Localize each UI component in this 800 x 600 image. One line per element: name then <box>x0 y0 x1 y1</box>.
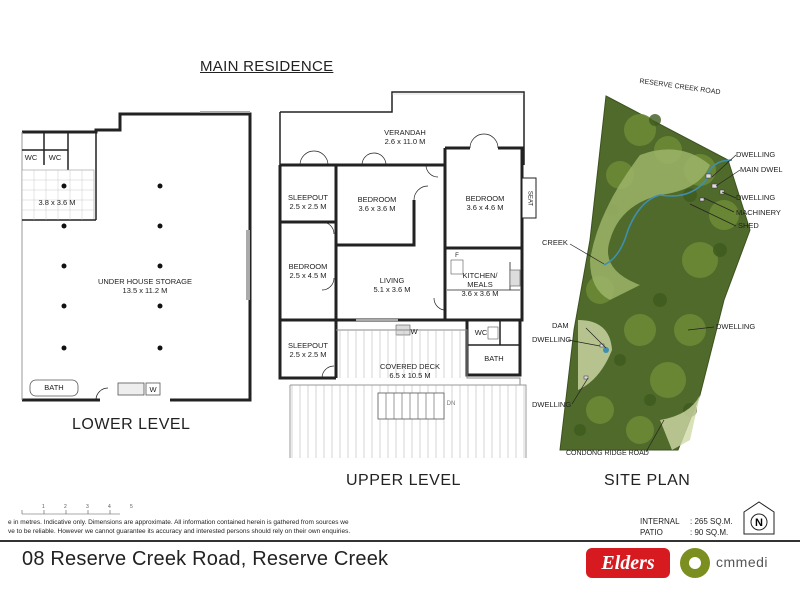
living-dims: 5.1 x 3.6 M <box>373 285 411 294</box>
bedroom2-dims: 3.6 x 4.6 M <box>466 203 504 212</box>
scale-bar <box>21 510 120 515</box>
fridge-label: F <box>455 253 459 259</box>
cm-logo-icon <box>680 548 710 578</box>
upper-wc-label: WC <box>474 328 488 337</box>
site-dwelling-right: DWELLING <box>716 322 756 331</box>
living-name: LIVING <box>379 276 405 285</box>
site-dwelling-mid: DWELLING <box>736 193 776 202</box>
scale-ticks: 1 2 3 4 5 <box>22 504 133 512</box>
stairs-dn-label: DN <box>446 401 456 407</box>
lower-wc1-label: WC <box>24 153 38 162</box>
elders-logo-text: Elders <box>601 551 655 574</box>
storage-name: UNDER HOUSE STORAGE <box>97 277 193 286</box>
lower-level-plan <box>21 111 252 402</box>
lower-wc2-label: WC <box>48 153 62 162</box>
kitchen-dims: 3.6 x 3.6 M <box>461 289 499 298</box>
site-creek: CREEK <box>542 238 568 247</box>
elders-logo: Elders <box>586 548 670 578</box>
scale-tick: 2 <box>64 504 67 510</box>
bedroom1-name: BEDROOM <box>357 195 397 204</box>
storage-dims: 13.5 x 11.2 M <box>122 286 168 295</box>
site-plan-heading: SITE PLAN <box>604 472 691 489</box>
lower-level-posts <box>61 183 163 351</box>
site-main-dwelling: MAIN DWEL <box>740 165 783 174</box>
scale-tick: 3 <box>86 504 89 510</box>
site-leader-lines <box>567 154 741 453</box>
site-dwelling-dam: DWELLING <box>532 335 572 344</box>
footer-divider <box>0 540 800 542</box>
sleepout1-name: SLEEPOUT <box>287 193 328 202</box>
bedroom1-dims: 3.6 x 3.6 M <box>358 204 396 213</box>
lower-w-label: W <box>149 385 157 394</box>
patio-area-label: PATIO <box>640 528 663 537</box>
upper-level-heading: UPPER LEVEL <box>346 472 461 489</box>
sleepout1-dims: 2.5 x 2.5 M <box>289 202 327 211</box>
bedroom3-name: BEDROOM <box>288 262 328 271</box>
cm-logo-text: cmmedi <box>716 554 769 570</box>
upper-bath-label: BATH <box>484 354 504 363</box>
verandah-dims: 2.6 x 11.0 M <box>384 137 426 146</box>
kitchen-name2: MEALS <box>467 280 493 289</box>
bedroom3-dims: 2.5 x 4.5 M <box>289 271 327 280</box>
bedroom2-name: BEDROOM <box>465 194 505 203</box>
site-dam: DAM <box>552 321 569 330</box>
disclaimer: e in metres. Indicative only. Dimensions… <box>8 518 388 536</box>
lower-room-dims: 3.8 x 3.6 M <box>38 198 76 207</box>
lower-level-heading: LOWER LEVEL <box>72 416 191 433</box>
property-address: 08 Reserve Creek Road, Reserve Creek <box>22 548 389 570</box>
site-plan-map <box>559 95 751 451</box>
site-dwelling-top: DWELLING <box>736 150 776 159</box>
scale-tick: 4 <box>108 504 111 510</box>
disclaimer-line2: ve to be reliable. However we cannot gua… <box>8 528 351 535</box>
main-residence-heading: MAIN RESIDENCE <box>200 58 334 75</box>
north-arrow-icon: N <box>743 501 775 535</box>
internal-area-value: : 265 SQ.M. <box>690 517 733 526</box>
scale-tick: 5 <box>130 504 133 510</box>
scale-tick: 1 <box>42 504 45 510</box>
site-dwelling-bottom: DWELLING <box>532 400 572 409</box>
covered-deck <box>289 329 527 458</box>
internal-area-label: INTERNAL <box>640 517 680 526</box>
seat-label: SEAT <box>526 190 533 207</box>
upper-w-label: W <box>410 327 418 336</box>
verandah-name: VERANDAH <box>384 128 426 137</box>
disclaimer-line1: e in metres. Indicative only. Dimensions… <box>8 519 349 526</box>
kitchen-name1: KITCHEN/ <box>462 271 498 280</box>
upper-level-plan <box>278 91 537 380</box>
site-shed: SHED <box>738 221 759 230</box>
deck-name: COVERED DECK <box>379 362 440 371</box>
lower-bath-label: BATH <box>44 383 64 392</box>
patio-area-value: : 90 SQ.M. <box>690 528 729 537</box>
sleepout2-dims: 2.5 x 2.5 M <box>289 350 327 359</box>
north-letter: N <box>755 517 763 529</box>
sleepout2-name: SLEEPOUT <box>287 341 328 350</box>
deck-dims: 6.5 x 10.5 M <box>389 371 431 380</box>
site-machinery: MACHINERY <box>736 208 781 217</box>
condong-ridge-road-label: CONDONG RIDGE ROAD <box>566 450 649 457</box>
